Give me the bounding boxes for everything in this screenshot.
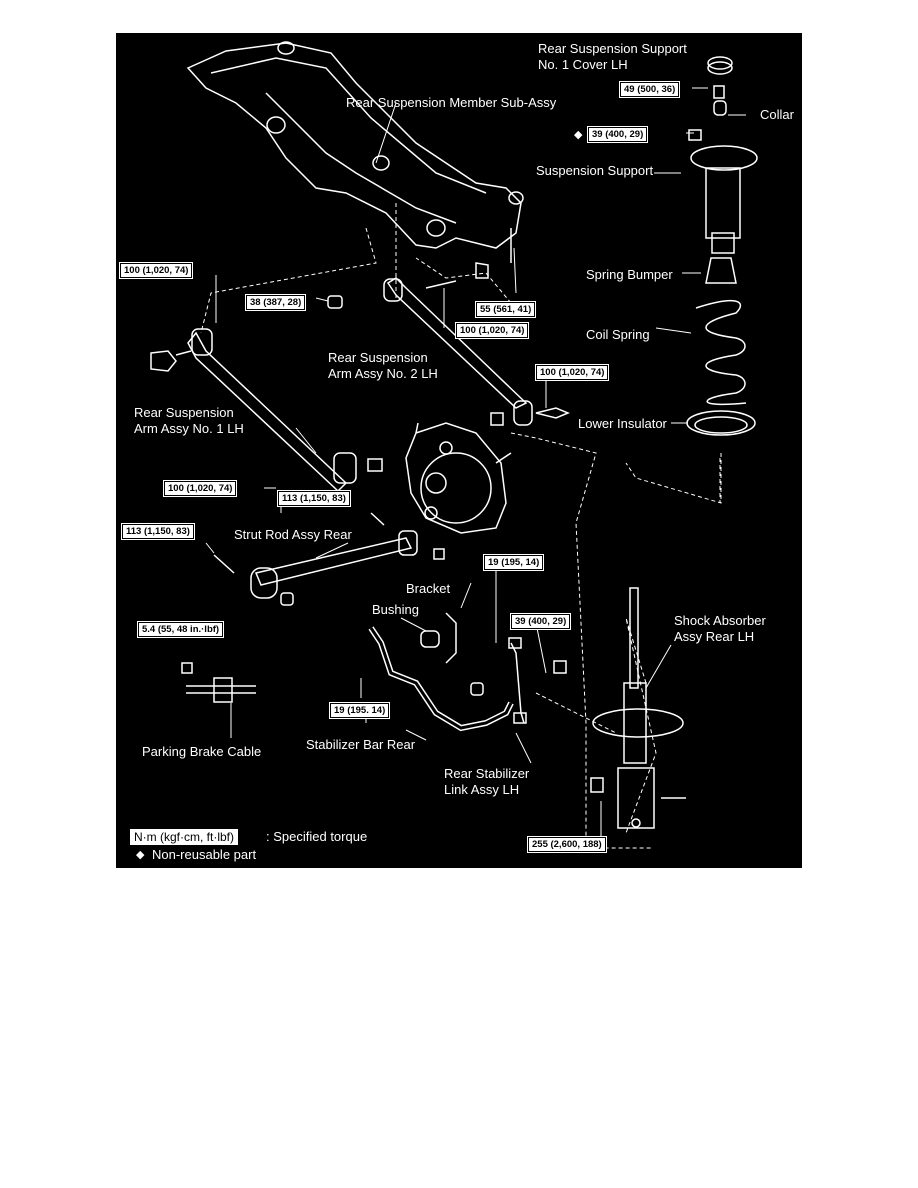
label-stabilizer: Stabilizer Bar Rear	[306, 737, 416, 752]
torque-55: 55 (561, 41)	[474, 301, 537, 318]
torque-39-link: 39 (400, 29)	[509, 613, 572, 630]
label-arm1: Rear Suspension Arm Assy No. 1 LH	[134, 405, 244, 436]
diagram-drawing	[150, 41, 758, 849]
label-arm2: Rear Suspension Arm Assy No. 2 LH	[328, 350, 438, 381]
arm2-drawing	[327, 228, 570, 426]
label-bumper: Spring Bumper	[586, 267, 673, 282]
torque-113-a: 113 (1,150, 83)	[277, 490, 351, 507]
label-collar: Collar	[760, 107, 794, 122]
stabilizer-drawing	[368, 612, 567, 732]
torque-5-4: 5.4 (55, 48 in.·lbf)	[136, 621, 225, 638]
suspension-diagram: Rear Suspension Support No. 1 Cover LH C…	[116, 33, 802, 868]
torque-255: 255 (2,600, 188)	[527, 836, 607, 853]
torque-arm1-bot: 100 (1,020, 74)	[162, 480, 238, 497]
label-member: Rear Suspension Member Sub-Assy	[346, 95, 557, 110]
label-bracket: Bracket	[406, 581, 451, 596]
diamond-icon: ◆	[574, 129, 583, 141]
torque-cover: 49 (500, 36)	[618, 81, 681, 98]
torque-arm2-mid: 100 (1,020, 74)	[454, 322, 530, 339]
parking-brake-drawing	[181, 662, 256, 703]
upper-stack-drawing	[686, 56, 758, 436]
torque-nut-top: 39 (400, 29)	[586, 126, 649, 143]
legend-unit-text: : Specified torque	[266, 829, 368, 844]
legend-diamond-icon: ◆	[136, 849, 145, 861]
label-insulator: Lower Insulator	[578, 416, 667, 431]
label-shock: Shock Absorber Assy Rear LH	[674, 613, 766, 644]
torque-arm2-end: 100 (1,020, 74)	[534, 364, 610, 381]
strut-rod-drawing	[213, 512, 445, 606]
shock-absorber-drawing	[590, 587, 686, 829]
carrier-drawing	[405, 422, 512, 534]
legend-unit-box: N·m (kgf·cm, ft·lbf)	[130, 829, 238, 845]
suspension-member-drawing	[186, 41, 524, 249]
torque-113-b: 113 (1,150, 83)	[121, 523, 195, 540]
torque-19-a: 19 (195, 14)	[482, 554, 545, 571]
torque-38: 38 (387, 28)	[244, 294, 307, 311]
label-cover: Rear Suspension Support No. 1 Cover LH	[538, 41, 687, 72]
label-parking: Parking Brake Cable	[142, 744, 262, 759]
torque-arm1-top: 100 (1,020, 74)	[118, 262, 194, 279]
torque-19-b: 19 (195. 14)	[328, 702, 391, 719]
label-link: Rear Stabilizer Link Assy LH	[444, 766, 530, 797]
label-support: Suspension Support	[536, 163, 654, 178]
label-strut-rod: Strut Rod Assy Rear	[234, 527, 352, 542]
label-bushing: Bushing	[372, 602, 419, 617]
label-coil: Coil Spring	[586, 327, 650, 342]
legend-nonreusable: Non-reusable part	[152, 847, 257, 862]
